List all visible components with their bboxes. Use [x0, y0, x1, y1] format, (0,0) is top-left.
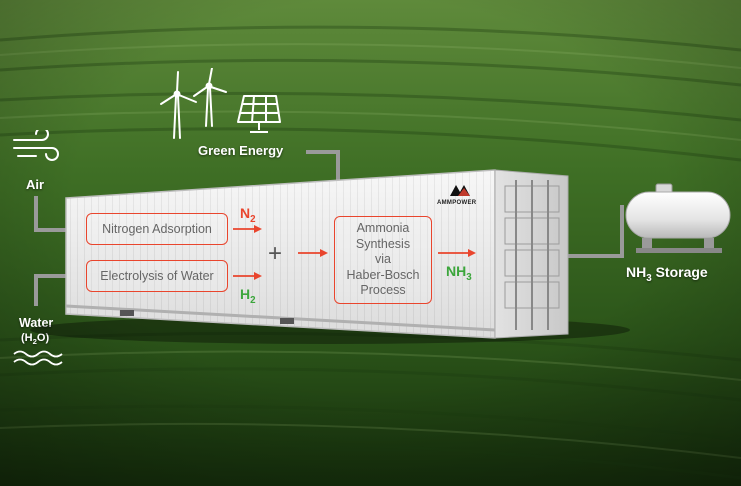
water-waves-icon — [13, 350, 63, 366]
green-energy-label: Green Energy — [198, 143, 284, 158]
wind-turbine-icon — [160, 68, 227, 139]
brand-label: AMMPOWER — [437, 200, 477, 206]
water-formula-label: (H2O) — [21, 332, 50, 347]
storage-tank-icon — [625, 183, 731, 253]
synthesis-line: via — [375, 252, 391, 267]
ammonia-synthesis-box: Ammonia Synthesis via Haber-Bosch Proces… — [334, 216, 432, 304]
plus-sign: + — [268, 240, 283, 267]
electrolysis-box: Electrolysis of Water — [86, 260, 228, 292]
nh3-storage-label: NH3 Storage — [626, 264, 708, 284]
air-label: Air — [26, 177, 45, 192]
synthesis-line: Process — [360, 283, 406, 298]
brand-logo-icon — [450, 185, 470, 196]
h2-label: H2 — [240, 286, 256, 306]
wind-icon — [13, 130, 59, 161]
solar-panel-icon — [237, 95, 281, 133]
synthesis-line: Ammonia — [356, 221, 410, 236]
n2-label: N2 — [240, 205, 256, 225]
synthesis-line: Synthesis — [355, 236, 411, 251]
nh3-label: NH3 — [446, 263, 472, 283]
synthesis-line: Haber-Bosch — [346, 267, 420, 282]
water-label: Water — [19, 316, 54, 330]
nitrogen-adsorption-box: Nitrogen Adsorption — [86, 213, 228, 245]
